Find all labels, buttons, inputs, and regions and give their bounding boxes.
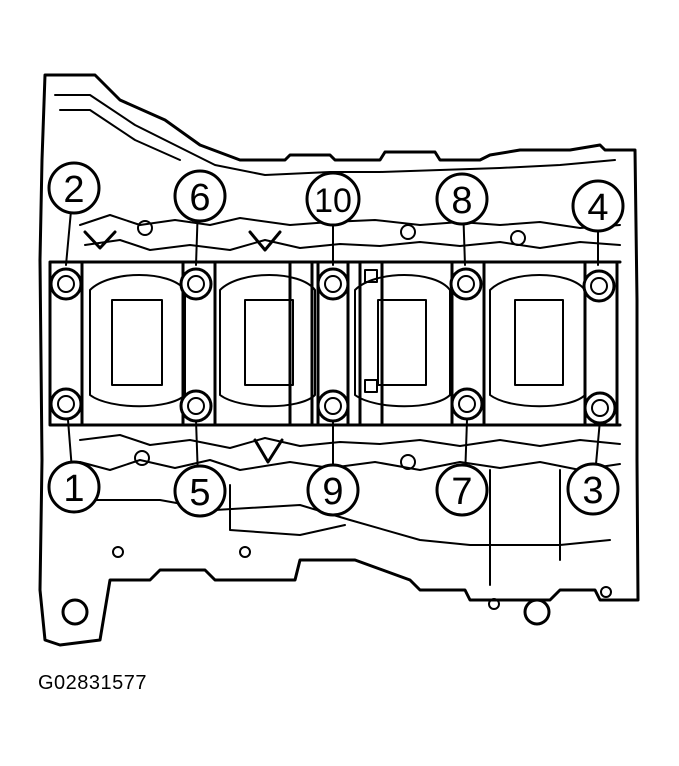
bolt-callout-2: 2 <box>47 161 101 215</box>
svg-text:1: 1 <box>63 468 84 510</box>
lower-rib-3 <box>489 469 561 586</box>
mount-hole <box>61 598 89 626</box>
bolt-callout-6: 6 <box>173 169 227 223</box>
bolt-head-10 <box>316 267 350 301</box>
lower-rib-2 <box>229 484 346 536</box>
upper-v-notch-2 <box>83 230 117 250</box>
svg-text:7: 7 <box>451 471 472 513</box>
bolt-callout-10: 10 <box>305 171 361 227</box>
upper-rib-2 <box>59 109 181 161</box>
svg-text:9: 9 <box>322 471 343 513</box>
bolt-head-6 <box>179 267 213 301</box>
bolt-callout-1: 1 <box>47 460 101 514</box>
mount-hole <box>523 598 551 626</box>
lower-v-notch <box>253 438 284 464</box>
bolt-head-1 <box>49 387 83 421</box>
upper-rib <box>54 94 616 176</box>
lower-gallery <box>79 434 621 449</box>
lower-gallery-2 <box>79 459 621 471</box>
lower-hole <box>400 454 416 470</box>
bolt-head-2 <box>49 267 83 301</box>
upper-hole <box>137 220 153 236</box>
bolt-head-5 <box>179 389 213 423</box>
bolt-callout-4: 4 <box>571 179 625 233</box>
bolt-callout-7: 7 <box>435 463 489 517</box>
bolt-head-9 <box>316 389 350 423</box>
bolt-head-4 <box>582 269 616 303</box>
upper-hole <box>400 224 416 240</box>
small-hole <box>600 586 612 598</box>
svg-text:4: 4 <box>587 187 608 229</box>
bolt-head-8 <box>449 267 483 301</box>
svg-text:6: 6 <box>189 177 210 219</box>
crank-journals <box>89 274 586 408</box>
figure-id: G02831577 <box>38 672 148 694</box>
bolt-callout-5: 5 <box>173 464 227 518</box>
small-hole <box>488 598 500 610</box>
upper-gallery-2 <box>84 239 621 251</box>
svg-text:2: 2 <box>63 169 84 211</box>
svg-text:5: 5 <box>189 472 210 514</box>
svg-text:3: 3 <box>582 470 603 512</box>
svg-text:8: 8 <box>451 180 472 222</box>
upper-hole <box>510 230 526 246</box>
upper-v-notch <box>248 230 282 252</box>
leader-lines <box>65 199 601 479</box>
small-hole <box>239 546 251 558</box>
svg-text:10: 10 <box>314 182 352 220</box>
small-hole <box>112 546 124 558</box>
lower-hole <box>134 450 150 466</box>
bolt-head-3 <box>583 391 617 425</box>
bolt-head-7 <box>450 387 484 421</box>
bolt-callout-8: 8 <box>435 172 489 226</box>
bolt-callout-3: 3 <box>566 462 620 516</box>
bolt-heads <box>49 267 617 425</box>
block-outline <box>38 73 640 647</box>
bolt-callout-9: 9 <box>306 463 360 517</box>
